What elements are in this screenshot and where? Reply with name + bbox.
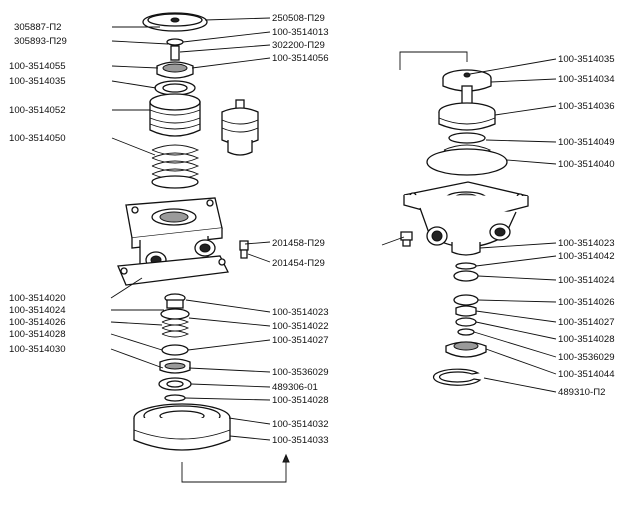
left-valve-insert (221, 99, 259, 156)
label-100-3536029-right: 100-3536029 (558, 352, 615, 363)
label-100-3514023-right: 100-3514023 (558, 238, 615, 249)
right-bolt (400, 231, 413, 247)
label-100-3514036: 100-3514036 (558, 101, 615, 112)
label-100-3514028-left: 100-3514028 (9, 329, 66, 340)
left-washer-top (166, 38, 184, 46)
label-100-3514049: 100-3514049 (558, 137, 615, 148)
label-100-3514042: 100-3514042 (558, 251, 615, 262)
label-100-3514013: 100-3514013 (272, 27, 329, 38)
label-100-3514030: 100-3514030 (9, 344, 66, 355)
left-seal-upper (156, 61, 194, 79)
label-100-3514035-left: 100-3514035 (9, 76, 66, 87)
label-100-3514033: 100-3514033 (272, 435, 329, 446)
right-top-bracket (399, 51, 468, 70)
label-201454-p29: 201454-П29 (272, 258, 325, 269)
label-100-3514022: 100-3514022 (272, 321, 329, 332)
right-ring (448, 132, 486, 144)
label-100-3514023-left: 100-3514023 (272, 307, 329, 318)
right-piston (438, 85, 496, 131)
label-201458-p29: 201458-П29 (272, 238, 325, 249)
left-diaphragm (133, 403, 231, 451)
label-100-3536029-left: 100-3536029 (272, 367, 329, 378)
label-100-3514056: 100-3514056 (272, 53, 329, 64)
right-housing (403, 181, 529, 256)
label-100-3514040: 100-3514040 (558, 159, 615, 170)
left-housing (117, 197, 229, 286)
left-stem (170, 45, 180, 61)
label-489310-p2: 489310-П2 (558, 387, 605, 398)
label-100-3514034: 100-3514034 (558, 74, 615, 85)
label-100-3514027-left: 100-3514027 (272, 335, 329, 346)
left-handwheel (142, 12, 208, 32)
right-lower-stack (445, 262, 487, 358)
label-100-3514050: 100-3514050 (9, 133, 66, 144)
label-489306-01: 489306-01 (272, 382, 318, 393)
left-spring-main (151, 144, 200, 189)
label-100-3514024-right: 100-3514024 (558, 275, 615, 286)
label-305887-p2: 305887-П2 (14, 22, 61, 33)
label-100-3514028-right: 100-3514028 (558, 334, 615, 345)
leader-lines (110, 17, 557, 441)
label-305893-p29: 305893-П29 (14, 36, 67, 47)
label-100-3514024-left: 100-3514024 (9, 305, 66, 316)
label-100-3514020: 100-3514020 (9, 293, 66, 304)
label-100-3514026-right: 100-3514026 (558, 297, 615, 308)
label-250508-p29: 250508-П29 (272, 13, 325, 24)
label-100-3514026-left: 100-3514026 (9, 317, 66, 328)
left-piston (149, 93, 201, 137)
label-100-3514044: 100-3514044 (558, 369, 615, 380)
left-bottom-bracket (181, 453, 290, 483)
right-snap-ring (433, 368, 482, 386)
label-100-3514028-left-lower: 100-3514028 (272, 395, 329, 406)
part-labels: 305887-П2 305893-П29 100-3514055 100-351… (9, 13, 615, 446)
label-100-3514055: 100-3514055 (9, 61, 66, 72)
left-bolts (239, 240, 249, 259)
label-100-3514027-right: 100-3514027 (558, 317, 615, 328)
label-100-3514035-right: 100-3514035 (558, 54, 615, 65)
right-spring (426, 144, 508, 176)
label-302200-p29: 302200-П29 (272, 40, 325, 51)
left-ring (154, 80, 196, 96)
label-100-3514052: 100-3514052 (9, 105, 66, 116)
label-100-3514032: 100-3514032 (272, 419, 329, 430)
